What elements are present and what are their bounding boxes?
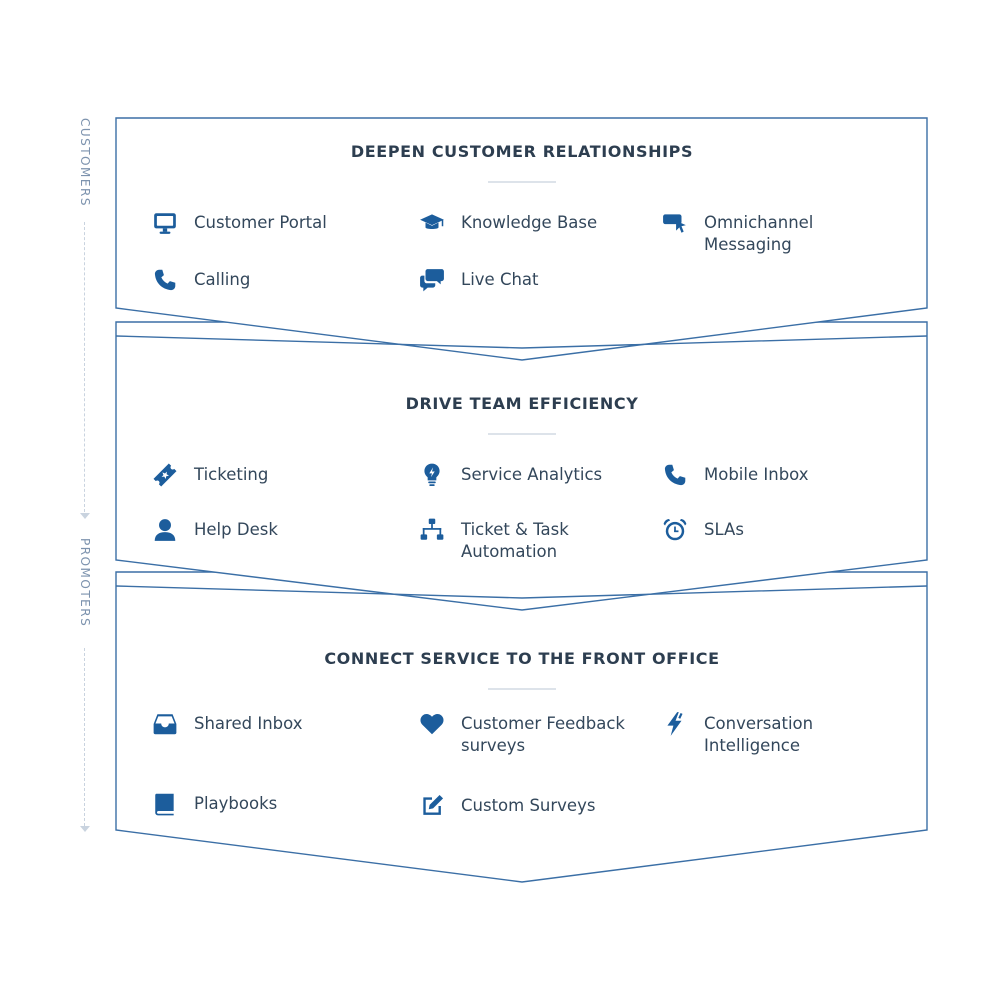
lightbulb-icon (417, 460, 447, 490)
edit-survey-icon (417, 791, 447, 821)
lightning-bolt-icon (660, 709, 690, 739)
graduation-cap-icon (417, 208, 447, 238)
title-divider (488, 688, 556, 690)
cursor-message-icon (660, 208, 690, 238)
feature-label: Playbooks (194, 794, 278, 813)
feature-shared-inbox: Shared Inbox (150, 713, 384, 739)
feature-custom-surveys: Custom Surveys (417, 794, 651, 821)
feature-label: Customer Feedback surveys (461, 714, 625, 755)
section-3-echo-line (115, 585, 928, 599)
feature-label: Omnichannel Messaging (704, 213, 814, 254)
feature-label: Calling (194, 270, 251, 289)
customers-axis-label: CUSTOMERS (78, 118, 92, 207)
feature-playbooks: Playbooks (150, 793, 384, 819)
book-icon (150, 789, 180, 819)
feature-label: Conversation Intelligence (704, 714, 814, 755)
feature-label: Mobile Inbox (704, 465, 809, 484)
person-icon (150, 515, 180, 545)
feature-calling: Calling (150, 269, 384, 295)
feature-slas: SLAs (660, 518, 894, 545)
feature-knowledge-base: Knowledge Base (417, 212, 651, 238)
inbox-tray-icon (150, 709, 180, 739)
section-1-frame (115, 117, 928, 361)
title-divider (488, 433, 556, 435)
feature-label: SLAs (704, 520, 744, 539)
chat-bubbles-icon (417, 265, 447, 295)
section-title: DRIVE TEAM EFFICIENCY (405, 394, 639, 413)
feature-label: Ticketing (194, 465, 269, 484)
feature-conversation-intelligence: Conversation Intelligence (660, 712, 834, 757)
axis-arrow-icon (80, 826, 90, 832)
feature-label: Service Analytics (461, 465, 603, 484)
phone-icon (660, 460, 690, 490)
axis-dashed-line (84, 222, 85, 512)
axis-dashed-line (84, 648, 85, 826)
feature-omnichannel-messaging: Omnichannel Messaging (660, 212, 854, 256)
phone-icon (150, 265, 180, 295)
axis-arrow-icon (80, 513, 90, 519)
feature-label: Ticket & Task Automation (461, 520, 569, 561)
monitor-icon (150, 208, 180, 238)
section-title: DEEPEN CUSTOMER RELATIONSHIPS (350, 142, 694, 161)
feature-service-analytics: Service Analytics (417, 463, 651, 490)
section-2-echo-line (115, 335, 928, 349)
feature-label: Help Desk (194, 520, 278, 539)
heart-icon (417, 709, 447, 739)
feature-label: Live Chat (461, 270, 539, 289)
feature-mobile-inbox: Mobile Inbox (660, 464, 894, 490)
feature-label: Shared Inbox (194, 714, 303, 733)
feature-customer-feedback-surveys: Customer Feedback surveys (417, 713, 631, 757)
feature-ticket-task-automation: Ticket & Task Automation (417, 518, 591, 563)
section-title: CONNECT SERVICE TO THE FRONT OFFICE (324, 649, 720, 668)
feature-label: Knowledge Base (461, 213, 598, 232)
workflow-icon (417, 515, 447, 545)
feature-help-desk: Help Desk (150, 519, 384, 545)
feature-label: Customer Portal (194, 213, 327, 232)
feature-ticketing: Ticketing (150, 463, 384, 490)
promoters-axis-label: PROMOTERS (78, 538, 92, 628)
feature-label: Custom Surveys (461, 796, 596, 815)
alarm-clock-icon (660, 515, 690, 545)
feature-customer-portal: Customer Portal (150, 212, 384, 238)
feature-live-chat: Live Chat (417, 269, 651, 295)
title-divider (488, 181, 556, 183)
ticket-icon (150, 460, 180, 490)
